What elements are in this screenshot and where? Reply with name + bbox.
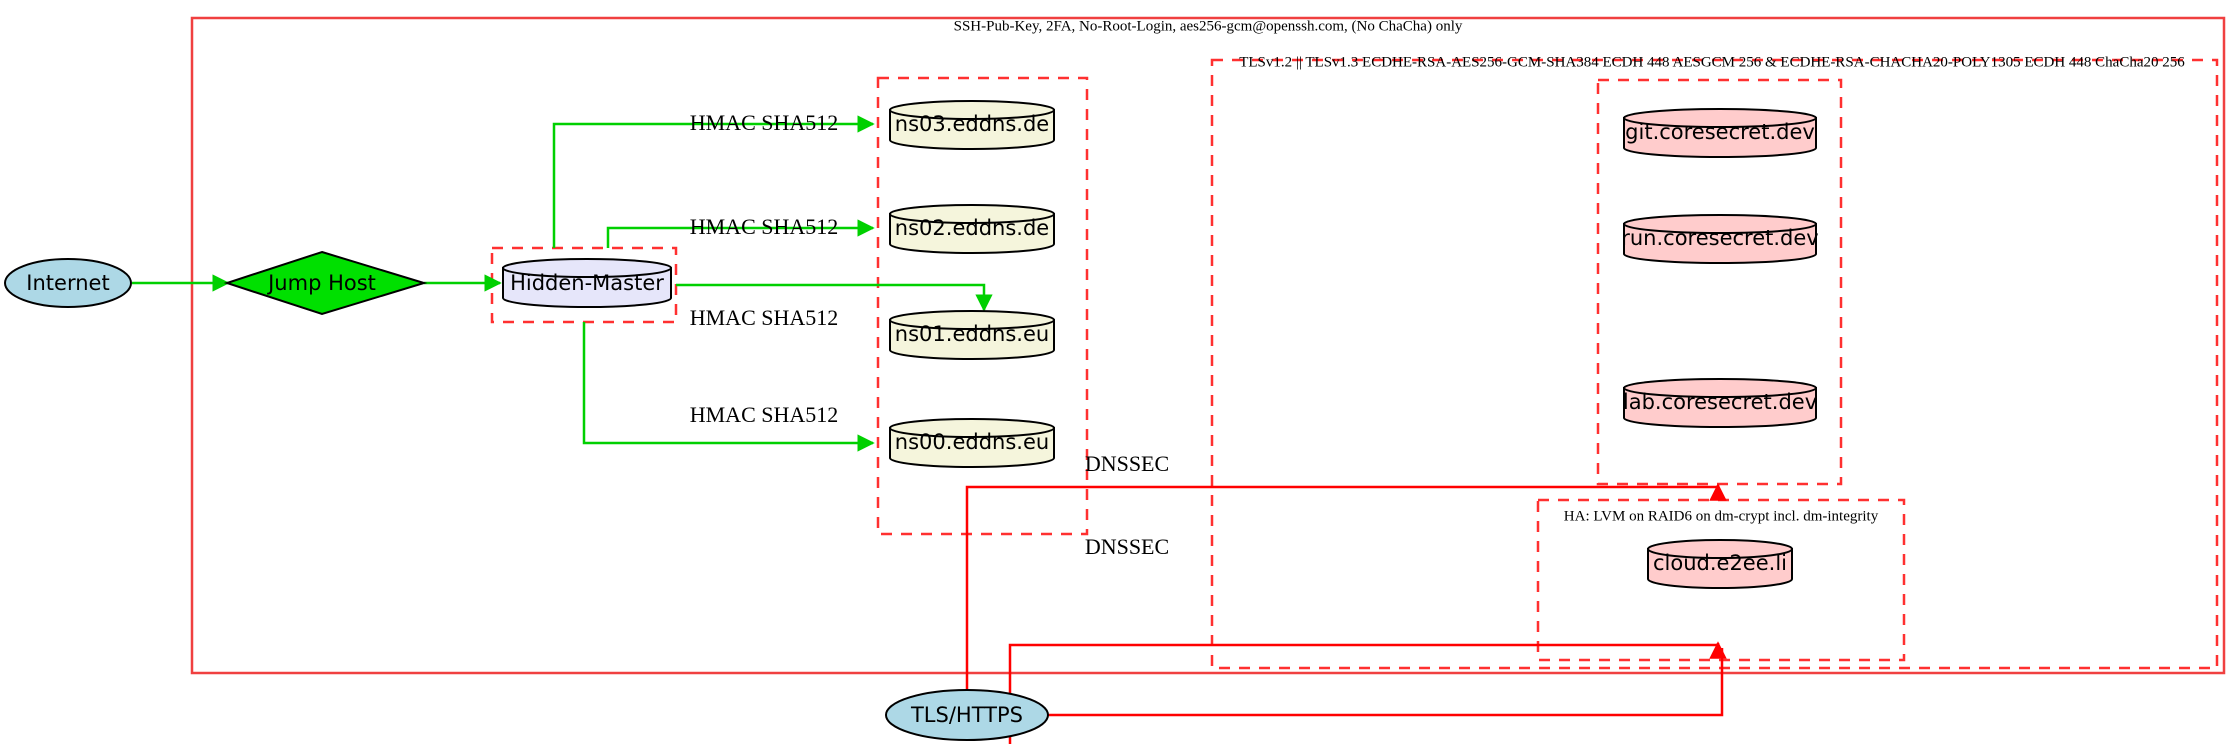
edge-hiddenmaster-to-ns01	[676, 283, 993, 312]
node-lab-coresecret[interactable]: lab.coresecret.dev	[1623, 378, 1817, 428]
edge-label-hmac-ns03: HMAC SHA512	[690, 110, 839, 135]
node-internet[interactable]: Internet	[4, 258, 132, 308]
edge-hiddenmaster-to-ns00	[582, 322, 875, 452]
cluster-ssh-label: SSH-Pub-Key, 2FA, No-Root-Login, aes256-…	[954, 18, 1463, 34]
jump-host-diamond	[223, 250, 428, 316]
run-coresecret-label: run.coresecret.dev	[1621, 226, 1819, 250]
ns00-label: ns00.eddns.eu	[895, 430, 1049, 454]
edge-hiddenmaster-to-ns03	[552, 115, 875, 248]
edge-hiddenmaster-to-ns02	[606, 219, 875, 248]
node-run-coresecret[interactable]: run.coresecret.dev	[1621, 214, 1819, 264]
cluster-ha-label: HA: LVM on RAID6 on dm-crypt incl. dm-in…	[1564, 508, 1879, 524]
git-coresecret-label: git.coresecret.dev	[1625, 120, 1815, 144]
node-jump-host[interactable]: Jump Host	[223, 250, 428, 316]
ns02-label: ns02.eddns.de	[895, 216, 1049, 240]
edge-label-hmac-ns02: HMAC SHA512	[690, 214, 839, 239]
jump-host-label: Jump Host	[266, 271, 376, 295]
cloud-e2ee-label: cloud.e2ee.li	[1653, 551, 1787, 575]
cluster-ssh-boundary	[190, 16, 2226, 675]
ns01-label: ns01.eddns.eu	[895, 322, 1049, 346]
edge-label-dnssec-upper: DNSSEC	[1085, 451, 1169, 476]
edge-tls-https-to-ha	[1048, 648, 1724, 717]
edge-dnssec-lower	[1008, 641, 1727, 744]
edge-dnssec-upper	[965, 483, 1727, 715]
tls-https-label: TLS/HTTPS	[910, 703, 1023, 727]
node-hidden-master[interactable]: Hidden-Master	[502, 258, 672, 308]
node-ns01[interactable]: ns01.eddns.eu	[889, 310, 1055, 360]
cluster-dns-boundary	[876, 76, 1089, 536]
lab-coresecret-label: lab.coresecret.dev	[1623, 390, 1817, 414]
tls-https-ellipse	[885, 689, 1049, 741]
node-ns03[interactable]: ns03.eddns.de	[889, 100, 1055, 150]
node-ns02[interactable]: ns02.eddns.de	[889, 204, 1055, 254]
internet-ellipse	[4, 258, 132, 308]
cluster-tls-label: TLSv1.2 || TLSv1.3 ECDHE-RSA-AES256-GCM-…	[1239, 54, 2185, 70]
edge-label-hmac-ns01: HMAC SHA512	[690, 305, 839, 330]
hidden-master-label: Hidden-Master	[510, 271, 664, 295]
cluster-tls-boundary	[1210, 58, 2219, 670]
edge-label-dnssec-lower: DNSSEC	[1085, 534, 1169, 559]
node-cloud-e2ee[interactable]: cloud.e2ee.li	[1647, 539, 1793, 589]
edge-label-hmac-ns00: HMAC SHA512	[690, 402, 839, 427]
node-tls-https[interactable]: TLS/HTTPS	[885, 689, 1049, 741]
node-git-coresecret[interactable]: git.coresecret.dev	[1623, 108, 1817, 158]
internet-label: Internet	[26, 271, 109, 295]
node-ns00[interactable]: ns00.eddns.eu	[889, 418, 1055, 468]
ns03-label: ns03.eddns.de	[895, 112, 1049, 136]
